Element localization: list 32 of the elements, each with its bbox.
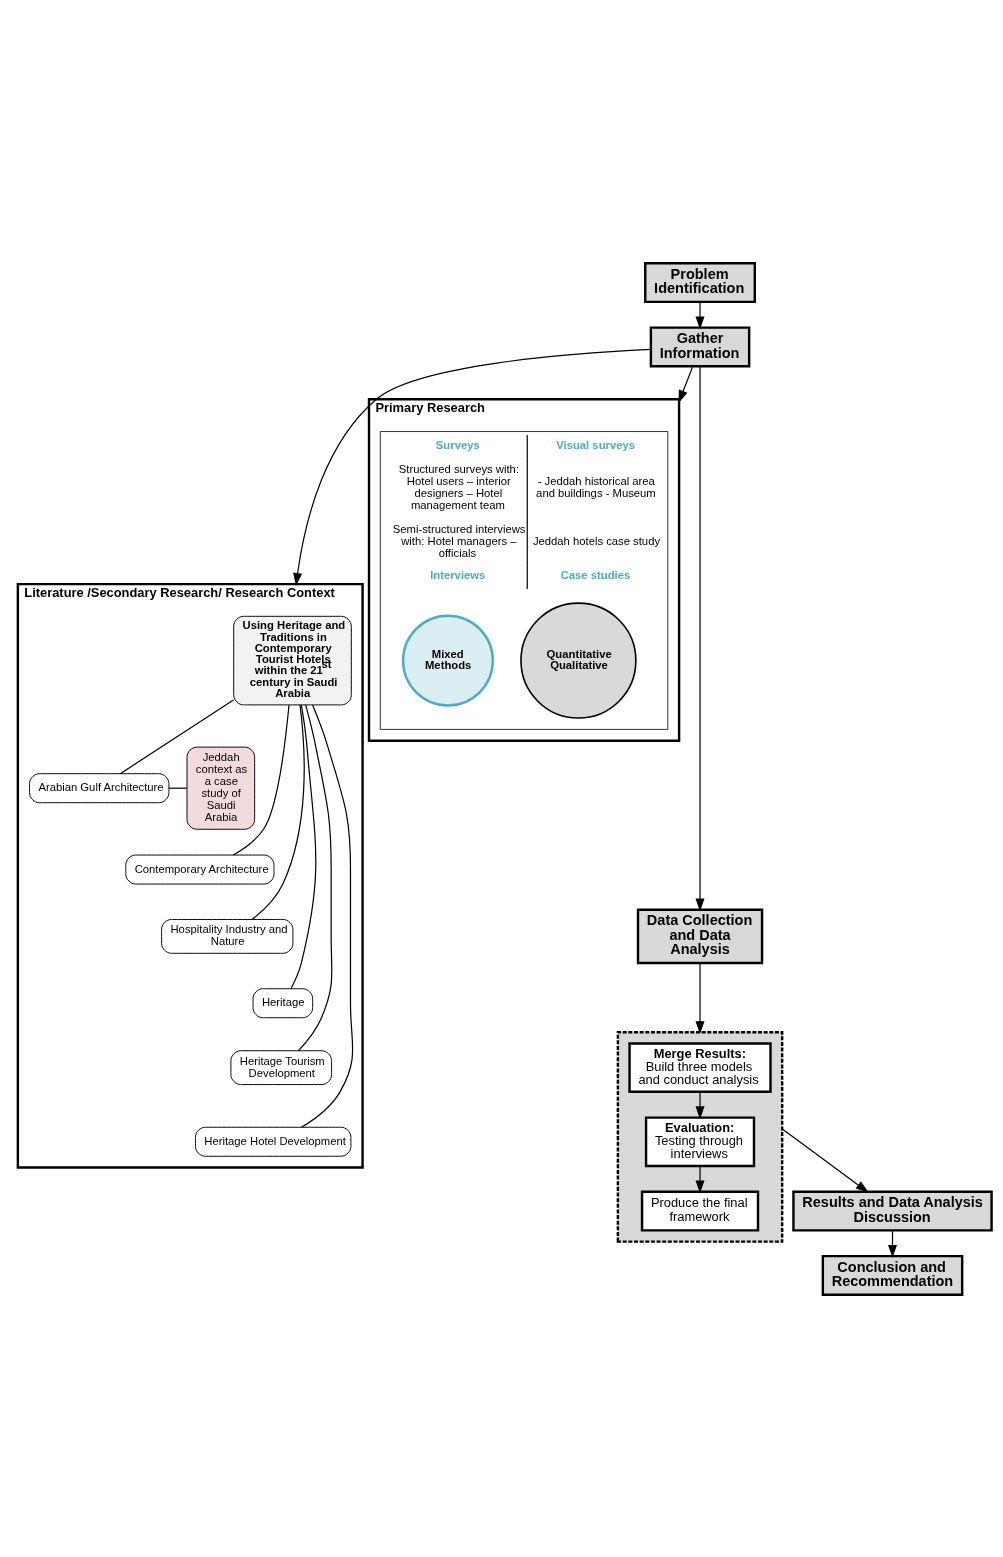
arrow xyxy=(781,1127,869,1193)
node-box: Conclusion and Recommendation xyxy=(821,1254,964,1296)
node-box: Contemporary Architecture xyxy=(125,854,275,885)
node-circle: Mixed Methods xyxy=(401,614,495,707)
node-box: Heritage Tourism Development xyxy=(230,1049,333,1085)
arrow xyxy=(695,301,705,329)
arrow xyxy=(678,365,694,403)
arrow xyxy=(695,962,705,1034)
node-box: Data Collection and Data Analysis xyxy=(636,908,764,964)
node-box: Hospitality Industry and Nature xyxy=(161,918,294,954)
connector xyxy=(301,703,354,1128)
node-box: Heritage xyxy=(252,987,314,1018)
node-circle: Quantitative Qualitative xyxy=(520,601,637,719)
node-box: Problem Identification xyxy=(644,261,756,303)
connector xyxy=(290,703,317,989)
connector xyxy=(297,703,333,1051)
connector xyxy=(119,698,235,774)
connector xyxy=(251,703,305,920)
node-box: Jeddah context as a case study of Saudi Arabia xyxy=(186,746,256,830)
node-box: Heritage Hotel Development xyxy=(194,1126,352,1157)
node-box: Evaluation: Testing through interviews xyxy=(644,1115,756,1167)
node-box: Merge Results: Build three models and conduct analysis xyxy=(628,1041,772,1093)
arrow xyxy=(695,1091,705,1119)
connector xyxy=(232,703,290,856)
cluster xyxy=(616,1030,784,1243)
node-box: Arabian Gulf Architecture xyxy=(29,772,170,803)
node-box: Results and Data Analysis Discussion xyxy=(792,1190,993,1232)
arrow xyxy=(293,348,652,586)
arrow xyxy=(695,1165,705,1193)
node-box: Gather Information xyxy=(649,325,751,367)
arrow xyxy=(695,365,705,911)
node-box: Produce the final framework xyxy=(640,1190,760,1232)
